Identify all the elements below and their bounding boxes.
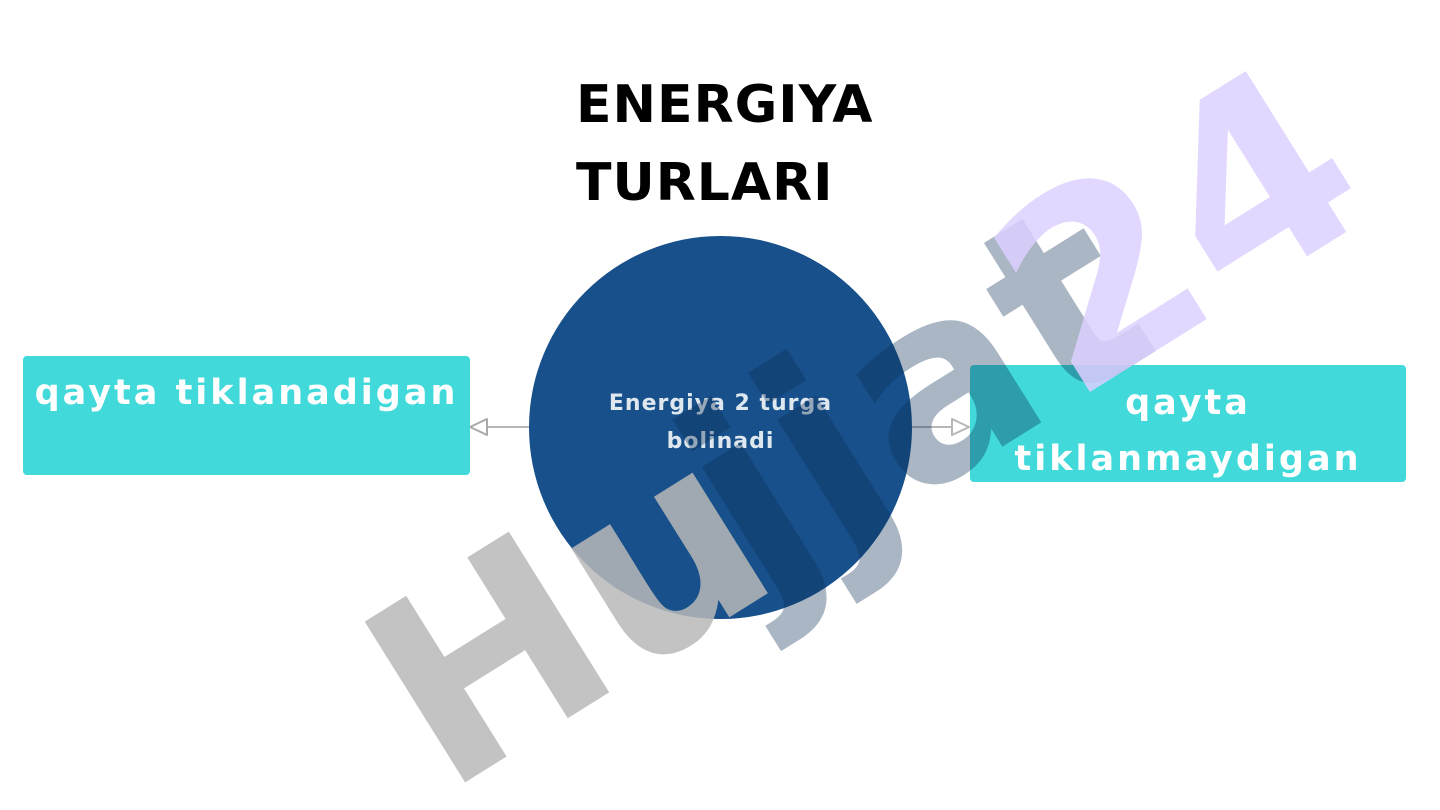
arrowhead-right bbox=[951, 418, 970, 436]
center-node: Energiya 2 turga bolinadi bbox=[529, 236, 912, 619]
branch-renewable: qayta tiklanadigan bbox=[23, 356, 470, 475]
branch-nonrenewable-label: qayta tiklanmaydigan bbox=[1014, 383, 1362, 479]
branch-renewable-label: qayta tiklanadigan bbox=[34, 373, 459, 413]
center-node-label: Energiya 2 turga bolinadi bbox=[608, 390, 833, 454]
arrowhead-left bbox=[469, 418, 488, 436]
diagram-title: ENERGIYA TURLARI bbox=[576, 75, 874, 213]
branch-nonrenewable: qayta tiklanmaydigan bbox=[970, 365, 1406, 482]
